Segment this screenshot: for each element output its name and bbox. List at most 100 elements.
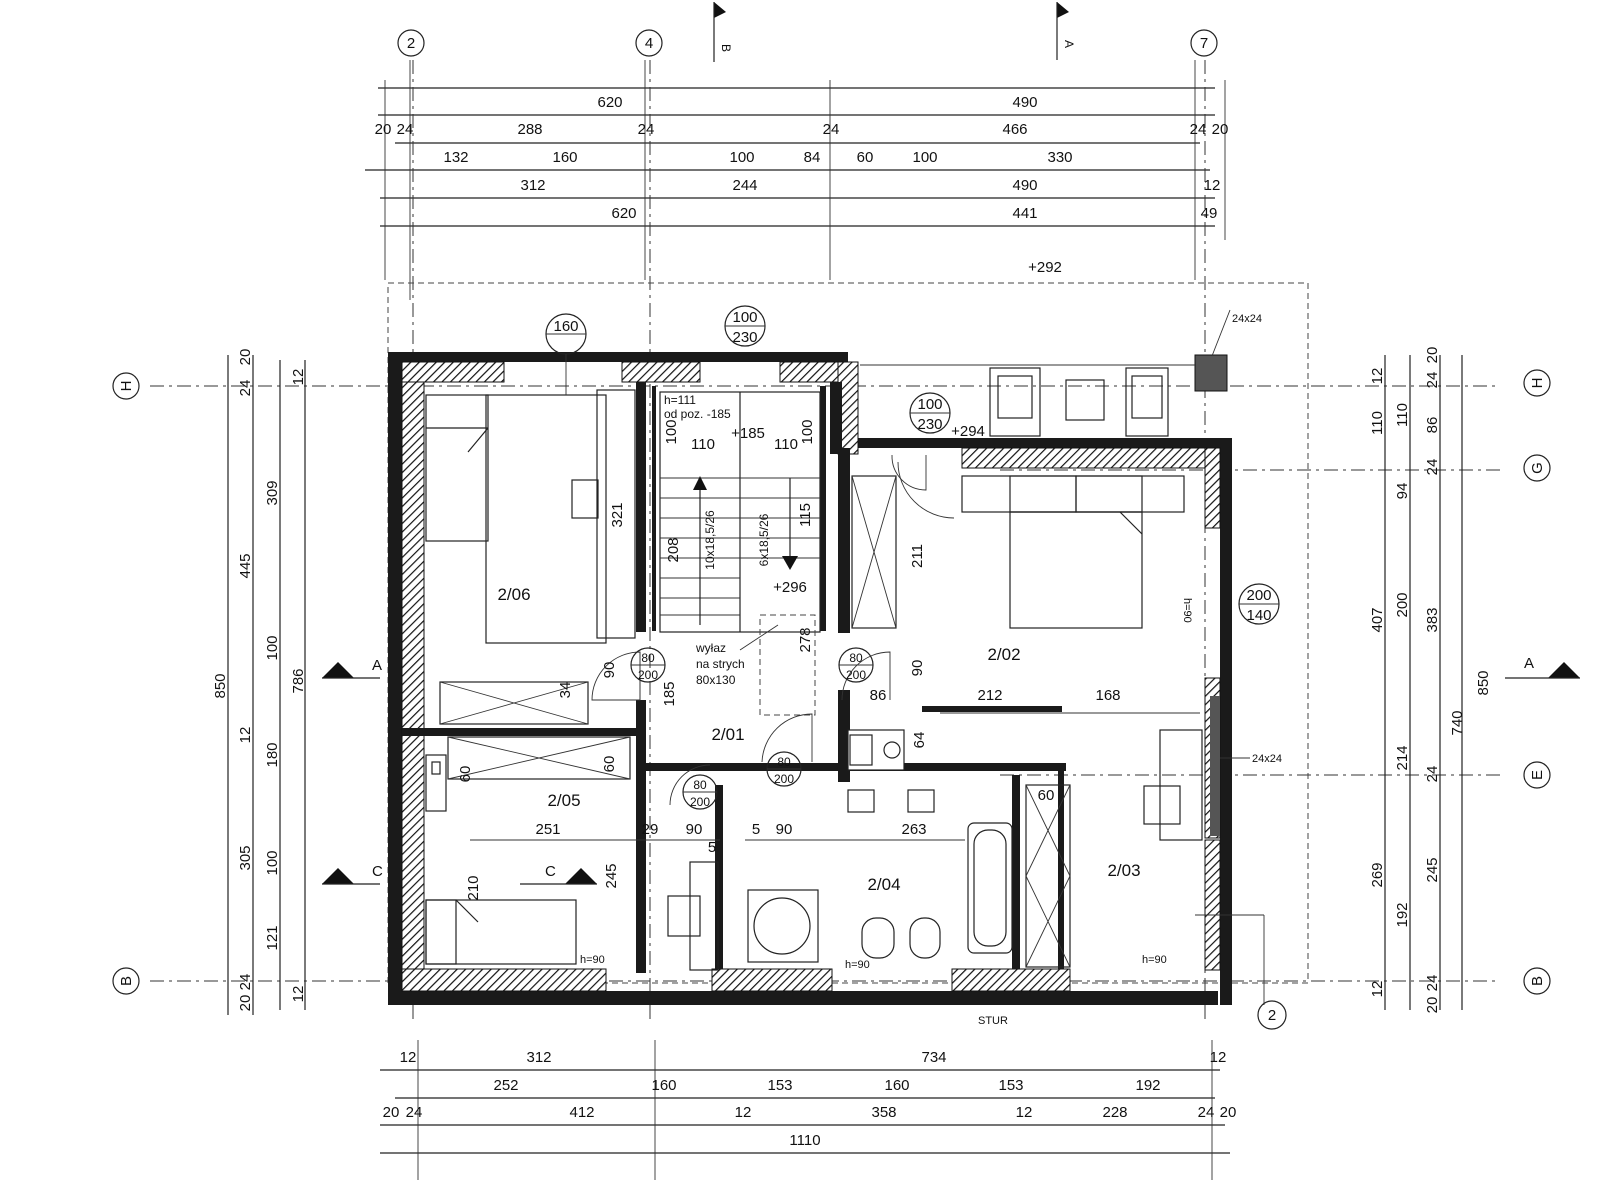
svg-text:5: 5 <box>752 821 760 838</box>
dim-top-5b: 441 <box>1012 205 1037 222</box>
svg-text:na strych: na strych <box>696 657 745 671</box>
section-mark-a-top: A <box>1056 2 1076 60</box>
svg-text:100: 100 <box>799 419 816 444</box>
svg-text:20: 20 <box>1424 997 1441 1014</box>
svg-text:269: 269 <box>1369 862 1386 887</box>
svg-text:A: A <box>372 657 382 674</box>
svg-text:212: 212 <box>977 687 1002 704</box>
svg-text:228: 228 <box>1102 1104 1127 1121</box>
svg-text:94: 94 <box>1394 483 1411 500</box>
svg-text:64: 64 <box>911 732 928 749</box>
dim-top-4c: 490 <box>1012 177 1037 194</box>
bed-2-05 <box>425 899 577 965</box>
room-2-02: 2/02 <box>987 645 1020 664</box>
wardrobe-hall <box>851 475 897 629</box>
svg-text:12: 12 <box>400 1049 417 1066</box>
svg-text:100: 100 <box>264 850 281 875</box>
svg-text:80x130: 80x130 <box>696 673 736 687</box>
svg-text:6x18,5/26: 6x18,5/26 <box>757 513 771 566</box>
svg-text:445: 445 <box>237 553 254 578</box>
svg-text:90: 90 <box>776 821 793 838</box>
dim-top-5a: 620 <box>611 205 636 222</box>
svg-text:12: 12 <box>1210 1049 1227 1066</box>
svg-text:208: 208 <box>665 537 682 562</box>
axis-bubble-h-right: H <box>1523 369 1551 397</box>
axis-bubble-7-top: 7 <box>1190 29 1218 57</box>
svg-text:153: 153 <box>767 1077 792 1094</box>
axis-bubble-h-left: H <box>112 372 140 400</box>
svg-text:STUR: STUR <box>978 1015 1008 1027</box>
svg-text:1110: 1110 <box>789 1132 820 1149</box>
svg-text:80: 80 <box>693 778 707 792</box>
svg-text:245: 245 <box>1424 857 1441 882</box>
room-2-03: 2/03 <box>1107 861 1140 880</box>
svg-text:12: 12 <box>1369 368 1386 385</box>
dim-top-4a: 312 <box>520 177 545 194</box>
svg-text:90: 90 <box>686 821 703 838</box>
svg-text:B: B <box>719 44 733 52</box>
svg-text:383: 383 <box>1424 607 1441 632</box>
svg-text:252: 252 <box>493 1077 518 1094</box>
svg-text:A: A <box>1062 40 1076 48</box>
svg-text:12: 12 <box>735 1104 752 1121</box>
desk-2-06 <box>571 389 636 639</box>
svg-text:h=111: h=111 <box>664 393 696 407</box>
svg-text:C: C <box>545 863 556 880</box>
svg-text:251: 251 <box>535 821 560 838</box>
room-2-04: 2/04 <box>867 875 900 894</box>
section-mark-c-inner: C <box>520 863 597 885</box>
dim-top-2a: 20 <box>375 121 392 138</box>
desk-2-05 <box>667 861 719 971</box>
svg-text:10x18,5/26: 10x18,5/26 <box>703 510 717 570</box>
dim-top-2f: 466 <box>1002 121 1027 138</box>
dim-top-2c: 288 <box>517 121 542 138</box>
svg-text:h=90: h=90 <box>580 954 605 966</box>
svg-text:G: G <box>1529 462 1546 474</box>
double-bed-2-02 <box>961 475 1185 629</box>
svg-text:200: 200 <box>1246 587 1271 604</box>
bottom-dim-texts: 12 312 734 12 252 160 153 160 153 192 20… <box>383 1049 1237 1149</box>
svg-text:wyłaz: wyłaz <box>695 641 726 655</box>
svg-text:115: 115 <box>797 503 814 527</box>
svg-text:80: 80 <box>849 651 863 665</box>
svg-text:407: 407 <box>1369 607 1386 632</box>
svg-text:C: C <box>372 863 383 880</box>
room-2-06: 2/06 <box>497 585 530 604</box>
svg-text:24: 24 <box>1198 1104 1215 1121</box>
svg-text:20: 20 <box>383 1104 400 1121</box>
svg-text:110: 110 <box>1394 403 1411 427</box>
svg-text:20: 20 <box>237 349 254 366</box>
svg-text:60: 60 <box>1038 787 1055 804</box>
svg-text:734: 734 <box>921 1049 946 1066</box>
axis-bubble-g-right: G <box>1523 454 1551 482</box>
dim-top-4b: 244 <box>732 177 757 194</box>
window-tag-3: 100 230 <box>909 392 951 434</box>
door-tag-4: 80 200 <box>766 751 802 787</box>
attic-hatch <box>739 614 816 716</box>
dim-top-1b: 490 <box>1012 94 1037 111</box>
dim-top-3b: 160 <box>552 149 577 166</box>
toilet <box>861 917 895 959</box>
dim-top-3d: 84 <box>804 149 821 166</box>
top-dim-texts: 620 490 20 24 288 24 24 466 24 20 132 16… <box>375 94 1229 276</box>
svg-text:2: 2 <box>407 35 415 52</box>
svg-text:60: 60 <box>601 756 618 773</box>
svg-text:200: 200 <box>1394 592 1411 617</box>
svg-text:12: 12 <box>1016 1104 1033 1121</box>
wardrobe-2-05 <box>447 736 631 780</box>
svg-text:168: 168 <box>1095 687 1120 704</box>
inner-dim-texts: 110 110 100 100 208 115 321 211 278 90 1… <box>457 419 1200 901</box>
svg-text:24: 24 <box>1424 975 1441 992</box>
svg-text:412: 412 <box>569 1104 594 1121</box>
axis-bubble-4-top: 4 <box>635 29 663 57</box>
door-tag-2: 80 200 <box>838 647 874 683</box>
dim-top-2h: 20 <box>1212 121 1229 138</box>
svg-text:+294: +294 <box>951 423 985 440</box>
svg-text:90: 90 <box>601 662 618 679</box>
svg-text:86: 86 <box>1424 417 1441 434</box>
svg-text:160: 160 <box>884 1077 909 1094</box>
svg-text:110: 110 <box>1369 411 1386 435</box>
room-2-01: 2/01 <box>711 725 744 744</box>
door-tag-3: 80 200 <box>682 774 718 810</box>
